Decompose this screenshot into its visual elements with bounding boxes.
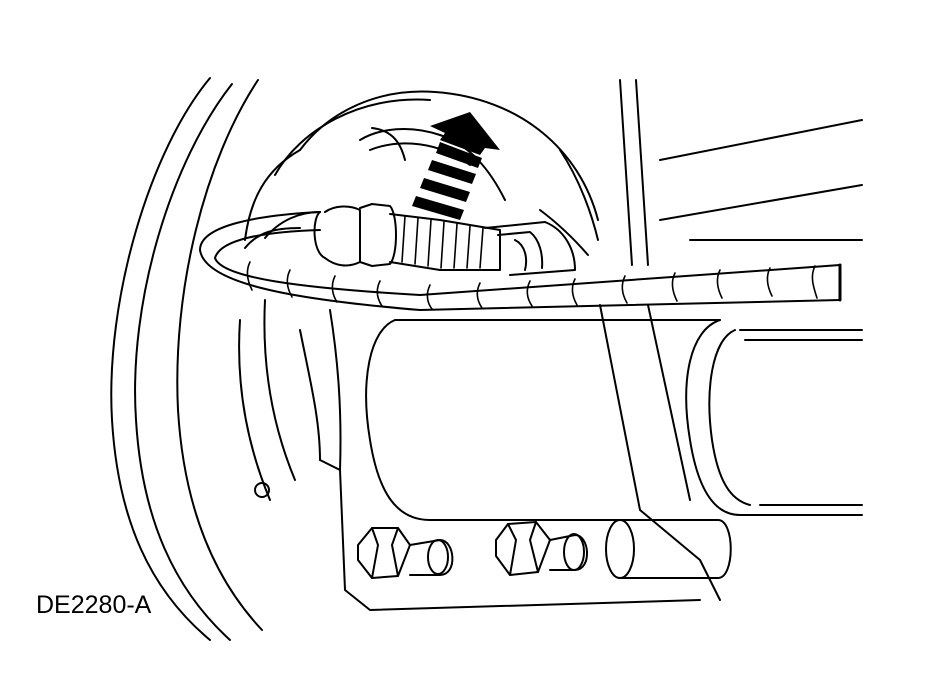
figure-label: DE2280-A — [36, 591, 152, 619]
cylinder-body — [366, 320, 862, 520]
dowel-pin — [606, 520, 731, 578]
brake-hose — [200, 212, 840, 310]
bolt-center — [496, 522, 587, 575]
arrow-up-dashed-icon — [412, 112, 500, 220]
hose-fitting — [245, 204, 575, 275]
backing-plate-outer-arcs — [111, 78, 262, 640]
dust-shield — [239, 92, 598, 500]
hose-ribs — [247, 262, 817, 309]
fitting-threads — [402, 216, 483, 268]
bolt-left — [358, 528, 452, 578]
mounting-flange — [255, 310, 700, 610]
housing-right — [600, 80, 862, 600]
